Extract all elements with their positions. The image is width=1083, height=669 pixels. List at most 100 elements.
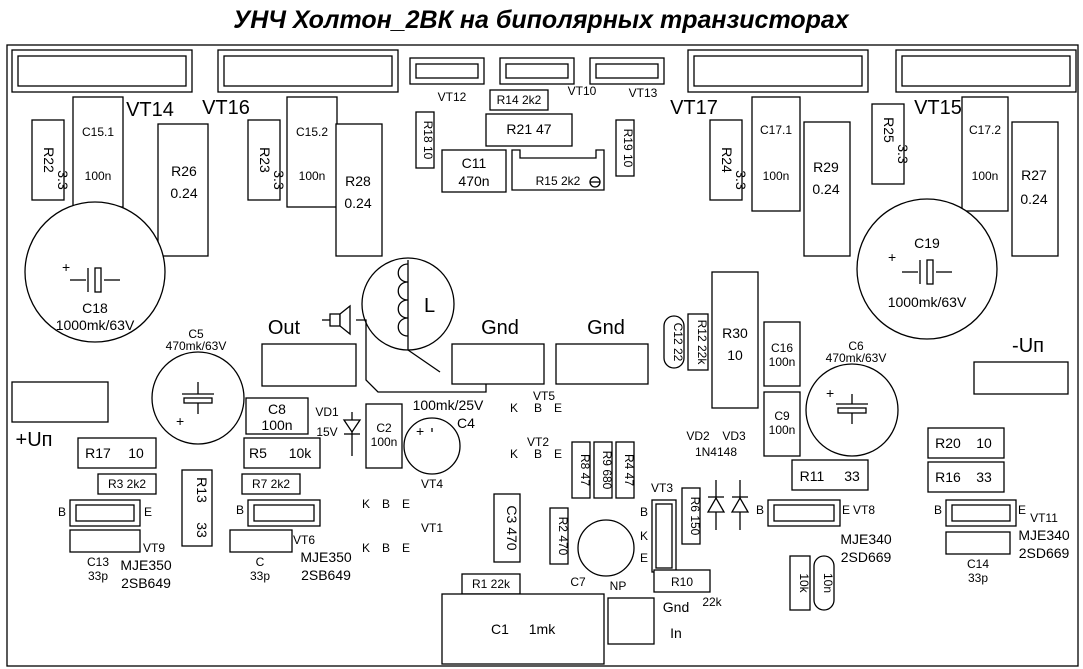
c17-2-label: C17.2 [969,123,1001,137]
vt12-label: VT12 [438,90,467,104]
r3-name: R3 [108,477,124,491]
resistor-r10 [653,569,711,593]
r9-label: R9 680 [600,451,614,490]
r8-name: R8 [578,454,592,470]
resistor-r28 [335,123,383,257]
vt11-label: VT11 [1030,511,1058,525]
vt9-type: MJE350 [120,557,172,573]
vt3-label: VT3 [651,481,673,495]
c3-name: C3 [504,505,520,523]
capacitor-c3 [493,493,521,563]
resistor-r14 [489,89,549,111]
connector-plus-up [11,381,109,423]
vt16-label: VT16 [202,97,250,119]
capacitor-10n [813,555,835,611]
gnd-label-1: Gnd [481,317,519,339]
resistor-r19 [615,119,635,177]
inductor-l [361,257,455,351]
resistor-r3 [97,473,157,495]
c6-value: 470mk/63V [826,351,887,365]
capacitor-c8 [245,397,309,435]
vt6-type: MJE350 [300,549,352,565]
r14-name: R14 [497,93,519,107]
r7-name: R7 [252,477,268,491]
r12-value: 22k [695,345,709,365]
r28-value: 0.24 [344,195,371,211]
r18-name: R18 [421,121,435,143]
c17-1-label: C17.1 [760,123,792,137]
c19-label: C19 [914,235,940,251]
resistor-r7 [241,473,301,495]
trace-coil [407,349,441,373]
r23-value: 3.3 [271,170,287,190]
resistor-r9 [593,441,613,499]
plus-up-label: +Uп [16,429,53,451]
svg-text:+: + [62,259,70,275]
vt4-label: VT4 [421,477,443,491]
r6-value: 150 [688,515,702,535]
vd2-label: VD2 [686,429,710,443]
vt15-label: VT15 [914,97,962,119]
transistor-vt9-body [75,504,135,522]
c19-value: 1000mk/63V [888,294,967,310]
c15-2-label: C15.2 [296,125,328,139]
vt10-label: VT10 [568,84,597,98]
capacitor-c15-1 [72,96,124,208]
zener-diode-vd1 [342,412,362,456]
resistor-10k [789,555,811,611]
c9-label: C9 [774,409,790,423]
c15-2-value: 100n [299,169,326,183]
vt2-pin-e: E [554,447,562,461]
vt8-b: B [756,503,764,517]
r27-value: 0.24 [1020,191,1047,207]
transistor-vt11-body [951,504,1011,522]
r30-label: R30 [722,325,748,341]
vt9-label: VT9 [143,541,165,555]
connector-input [607,597,655,645]
capacitor-c19: + [856,198,998,340]
r23-label: R23 [257,147,273,173]
r8-value: 47 [578,473,592,487]
vt11-e: E [1018,503,1026,517]
capacitor-c13 [69,529,141,553]
r1-label: R1 22k [472,577,511,591]
c15-1-value: 100n [85,169,112,183]
r20-value: 10 [976,435,992,451]
transistor-vt8-body [773,504,835,522]
r15-label: R15 2k2 [536,174,581,188]
c17-2-value: 100n [972,169,999,183]
capacitor-c-vt6 [229,529,293,553]
c8-label: C8 [268,401,286,417]
vt6-alt: 2SB649 [301,567,351,583]
page-title: УНЧ Холтон_2ВК на биполярных транзистора… [233,6,849,34]
r25-label: R25 [881,117,897,143]
vt5-label: VT5 [533,389,555,403]
r15-value: 2k2 [561,174,581,188]
speaker-icon [322,304,351,336]
c3-label: C3 470 [504,505,520,550]
r22-label: R22 [41,147,57,173]
c18-label: C18 [82,300,108,316]
r26-label: R26 [171,163,197,179]
c2-value: 100n [371,435,398,449]
c5-value: 470mk/63V [166,339,227,353]
vt8-label: VT8 [853,503,875,517]
transistor-body-vt16 [217,49,399,93]
capacitor-c12 [663,315,685,369]
gnd-label-3: Gnd [663,599,689,615]
capacitor-c14 [945,531,1011,555]
vt13-label: VT13 [629,86,658,100]
r19-name: R19 [621,129,635,151]
r13-label: R13 [194,477,210,503]
resistor-r11 [791,459,869,491]
r5-label: R5 [249,445,267,461]
r21-name: R21 [506,121,532,137]
r3-value: 2k2 [127,477,147,491]
vt17-label: VT17 [670,97,718,119]
r13-value: 33 [194,522,210,538]
vd1-label: VD1 [315,405,339,419]
svg-text:+: + [416,423,424,439]
resistor-r27 [1011,121,1059,257]
r21-label: R21 47 [506,121,551,137]
svg-text:+: + [176,413,184,429]
